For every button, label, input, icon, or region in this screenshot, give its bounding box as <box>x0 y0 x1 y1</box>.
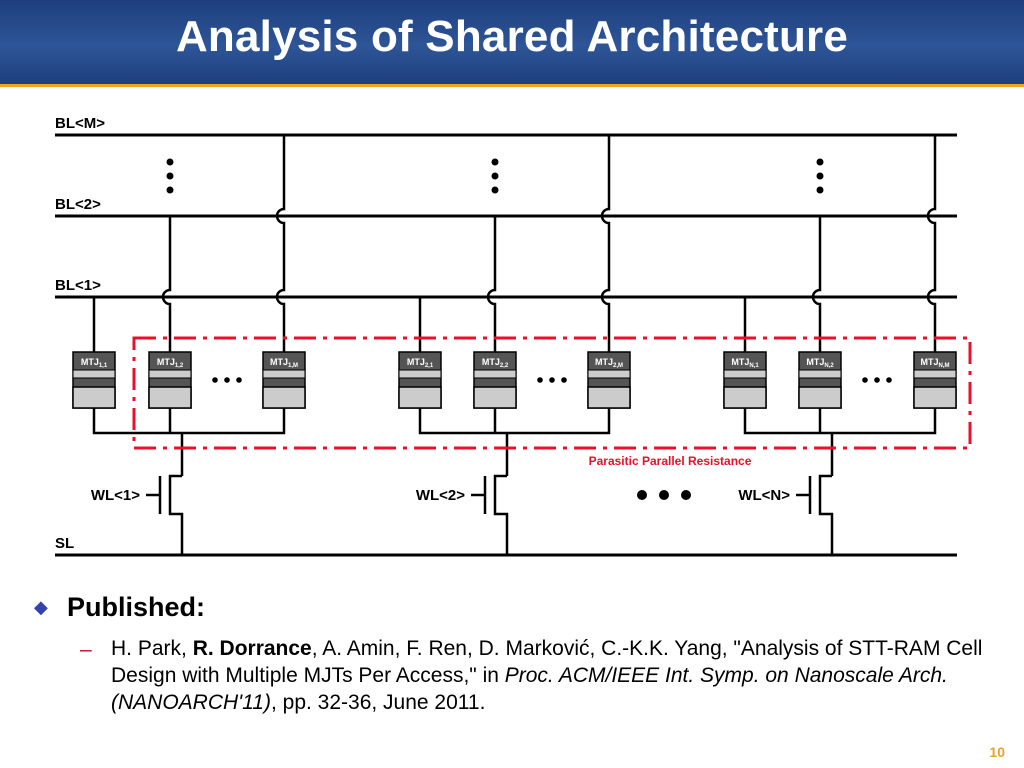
published-heading: Published: <box>67 592 206 622</box>
mtj-block: MTJ1,M <box>262 351 306 409</box>
source-line-label: SL <box>55 535 74 552</box>
dash-bullet: – <box>80 638 92 661</box>
svg-text:MTJ2,1: MTJ2,1 <box>407 357 434 369</box>
svg-text:MTJ2,2: MTJ2,2 <box>482 357 509 369</box>
parasitic-label: Parasitic Parallel Resistance <box>589 454 752 468</box>
citation-venue: Proc. ACM/IEEE Int. Symp. on Nanoscale A… <box>111 664 948 714</box>
title-bar <box>0 0 1024 84</box>
svg-text:MTJN,M: MTJN,M <box>921 357 950 369</box>
vertical-ellipsis <box>166 158 824 194</box>
diamond-bullet-icon: ◆ <box>34 597 48 617</box>
mtj-block: MTJN,2 <box>798 351 842 409</box>
mtj-block: MTJN,M <box>913 351 957 409</box>
wordline-ellipsis <box>637 490 691 500</box>
mtj-block: MTJ1,2 <box>148 351 192 409</box>
slide-title: Analysis of Shared Architecture <box>175 12 849 61</box>
citation-highlighted-author: R. Dorrance <box>192 637 312 660</box>
citation-authors: H. Park, <box>111 637 193 660</box>
svg-text:MTJ1,M: MTJ1,M <box>270 357 298 369</box>
mtj-block: MTJ2,M <box>587 351 631 409</box>
mtj-block: MTJ2,2 <box>473 351 517 409</box>
svg-text:MTJ2,M: MTJ2,M <box>595 357 623 369</box>
svg-text:MTJ1,1: MTJ1,1 <box>81 357 108 369</box>
bitline-label: BL<1> <box>55 277 101 294</box>
bitline-label: BL<M> <box>55 115 105 132</box>
parasitic-region-box <box>132 336 972 450</box>
shared-architecture-diagram: MTJ1,1 MTJ1,2 MTJ1,M MTJ2,1 MTJ2,2 MTJ2,… <box>55 115 972 557</box>
citation-authors-title: , A. Amin, F. Ren, D. Marković, C.-K.K. … <box>111 637 983 687</box>
horizontal-ellipsis <box>212 377 892 383</box>
page-number: 10 <box>989 744 1005 760</box>
mtj-block: MTJ1,1 <box>72 351 116 409</box>
reference-citation: H. Park, R. Dorrance, A. Amin, F. Ren, D… <box>111 635 1001 716</box>
citation-tail: , pp. 32-36, June 2011. <box>270 691 486 714</box>
mtj-block: MTJN,1 <box>723 351 767 409</box>
svg-text:MTJN,1: MTJN,1 <box>731 357 759 369</box>
svg-text:MTJN,2: MTJN,2 <box>806 357 834 369</box>
wordline-label: WL<N> <box>738 487 790 504</box>
wordline-label: WL<2> <box>416 487 465 504</box>
mtj-block: MTJ2,1 <box>398 351 442 409</box>
svg-text:MTJ1,2: MTJ1,2 <box>157 357 184 369</box>
bitline-label: BL<2> <box>55 196 101 213</box>
title-accent-rule <box>0 84 1024 87</box>
wordline-label: WL<1> <box>91 487 140 504</box>
